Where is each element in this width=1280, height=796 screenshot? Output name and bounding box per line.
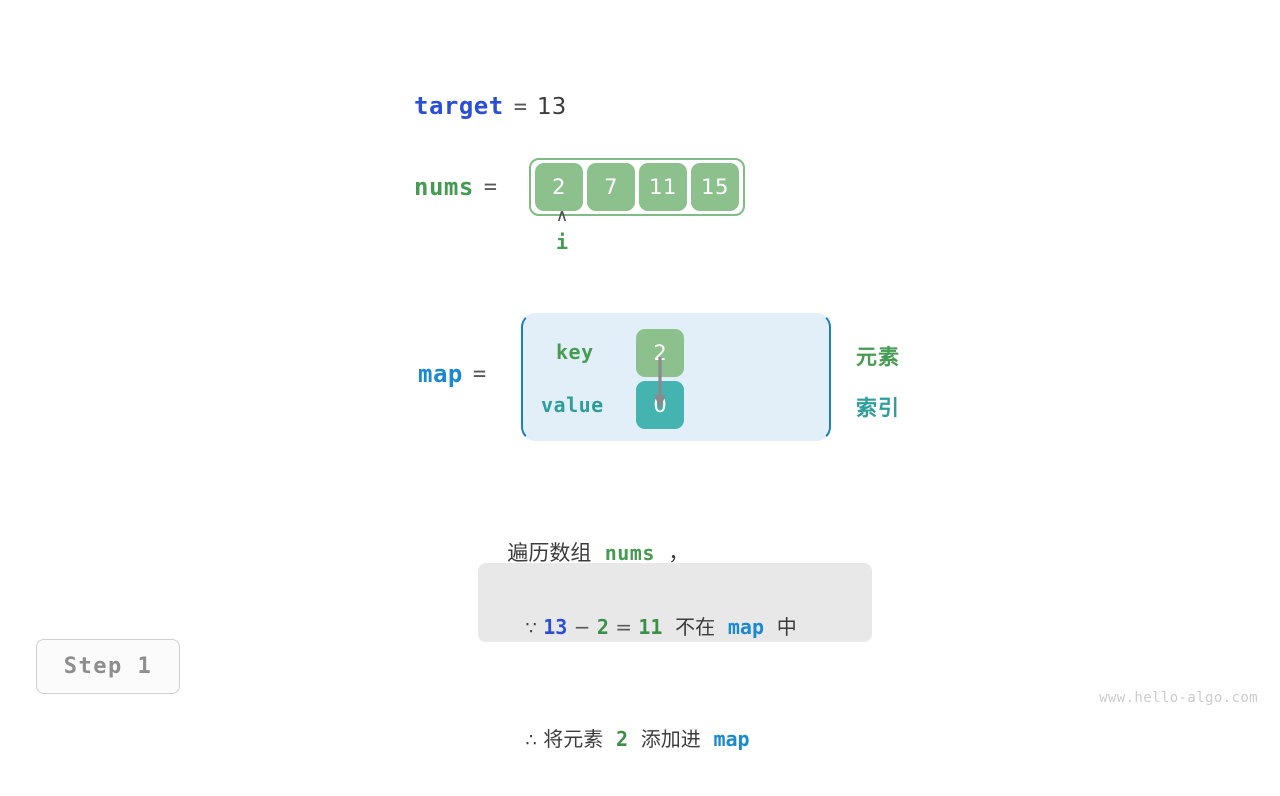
map-value-label: value [541,393,604,417]
nums-assignment-row: nums = 2 7 11 15 [414,158,746,216]
info1-text-middle: 不在 [675,615,716,639]
step-badge-label: Step 1 [63,654,153,679]
nums-variable-name: nums [414,173,474,201]
target-assignment-row: target = 13 [414,92,566,120]
caption-suffix: ， [668,541,690,565]
target-value: 13 [536,94,567,120]
explanation-line-2: ∴ 将元素 2 添加进 map [500,684,850,796]
caption-prefix: 遍历数组 [507,541,592,565]
step-badge: Step 1 [36,639,180,694]
pointer-label-i: i [555,230,569,254]
target-variable-name: target [414,92,504,120]
info1-result-value: 11 [638,615,663,639]
info1-equals-operator: = [615,615,632,639]
nums-array-container: 2 7 11 15 [529,158,746,216]
because-symbol-icon: ∵ [525,618,537,639]
caret-up-icon: ∧ [555,206,569,226]
map-container-box: key value 2 0 [521,313,831,441]
info1-minus-operator: − [573,615,591,639]
side-label-element: 元素 [856,345,900,369]
info2-code-map: map [713,727,750,751]
array-cell-3: 15 [691,163,740,211]
therefore-symbol-icon: ∴ [525,730,537,751]
info1-code-map: map [727,615,765,639]
array-cell-1: 7 [587,163,636,211]
watermark: www.hello-algo.com [1099,690,1258,706]
info2-text-middle: 添加进 [640,727,701,751]
map-equals-sign: = [472,361,487,387]
map-variable-name: map [418,360,463,388]
info2-value: 2 [615,727,629,751]
explanation-line-1: ∵ 13 − 2 = 11 不在 map 中 [500,572,850,684]
array-cell-2: 11 [639,163,688,211]
caption-code-nums: nums [604,541,655,565]
key-to-value-arrow-icon [654,357,666,409]
nums-equals-sign: = [483,174,498,200]
index-pointer-group: ∧ i [545,207,579,255]
caption-traverse-array: 遍历数组 nums ， [494,513,689,567]
map-contents: key value 2 0 [523,315,829,439]
explanation-box: ∵ 13 − 2 = 11 不在 map 中 ∴ 将元素 2 添加进 map [478,563,872,751]
info1-target-value: 13 [543,615,568,639]
info1-text-end: 中 [776,615,797,639]
side-label-index: 索引 [856,396,900,420]
info2-text-start: 将元素 [543,727,604,751]
array-cell-0: 2 [535,163,584,211]
target-equals-sign: = [513,95,527,120]
map-assignment-row: map = [418,360,496,388]
info1-current-value: 2 [596,615,609,639]
map-key-label: key [556,340,594,364]
